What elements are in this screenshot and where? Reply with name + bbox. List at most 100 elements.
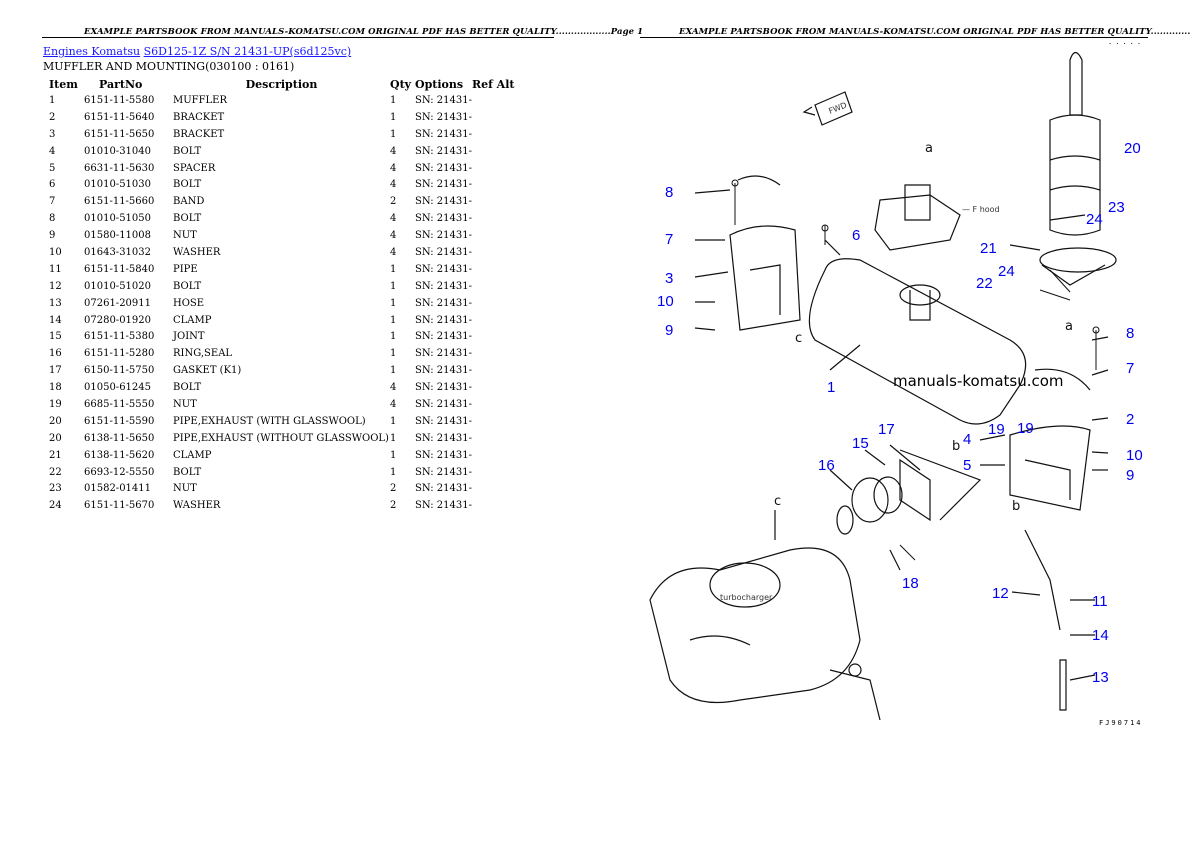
cell-options: SN: 21431- <box>415 348 472 360</box>
cell-options: SN: 21431- <box>415 94 472 106</box>
cell-description: PIPE,EXHAUST (WITHOUT GLASSWOOL) <box>173 432 389 444</box>
cell-description: NUT <box>173 483 197 495</box>
cell-qty: 1 <box>390 111 397 123</box>
cell-partno: 6151-11-5660 <box>84 196 155 208</box>
cell-qty: 2 <box>390 500 397 512</box>
cell-options: SN: 21431- <box>415 246 472 258</box>
header-rule-1 <box>42 37 554 38</box>
bracket-left-drawing <box>729 175 801 331</box>
callout-12: 12 <box>992 585 1009 602</box>
cell-item: 20 <box>49 432 62 444</box>
cell-options: SN: 21431- <box>415 162 472 174</box>
cell-qty: 1 <box>390 128 397 140</box>
callout-3: 3 <box>665 270 673 287</box>
callout-11: 11 <box>1092 593 1108 610</box>
cell-item: 2 <box>49 111 56 123</box>
cell-options: SN: 21431- <box>415 263 472 275</box>
cell-description: BOLT <box>173 213 202 225</box>
cell-description: BRACKET <box>173 128 225 140</box>
cell-refalt <box>472 480 515 497</box>
cell-partno: 01050-61245 <box>84 382 152 394</box>
cell-partno: 07280-01920 <box>84 314 152 326</box>
cell-partno: 07261-20911 <box>84 297 152 309</box>
cell-partno: 01582-01411 <box>84 483 152 495</box>
col-refalt: Ref Alt <box>471 77 515 91</box>
cell-description: BAND <box>173 196 205 208</box>
cell-item: 11 <box>49 263 62 275</box>
cell-qty: 1 <box>390 365 397 377</box>
cell-partno: 6138-11-5620 <box>84 449 155 461</box>
col-options: Options <box>415 77 464 91</box>
cell-refalt <box>472 109 515 126</box>
ref-letter-b-bracket: b <box>1012 499 1020 514</box>
ref-letter-b-mid: b <box>952 439 960 454</box>
cell-refalt <box>472 244 515 261</box>
col-qty: Qty <box>390 77 412 91</box>
breadcrumb-engines-link[interactable]: Engines Komatsu <box>43 45 141 58</box>
cell-qty: 1 <box>390 432 397 444</box>
figure-id: FJ90714 <box>1099 719 1143 727</box>
callout-19b: 19 <box>1017 420 1034 437</box>
turbo-label: turbocharger <box>720 593 773 602</box>
cell-refalt <box>472 312 515 329</box>
table-header-row: Item PartNo Description Qty Options Ref … <box>43 76 514 92</box>
cell-qty: 1 <box>390 280 397 292</box>
callout-6: 6 <box>852 227 860 244</box>
cell-qty: 2 <box>390 196 397 208</box>
cell-description: SPACER <box>173 162 216 174</box>
cell-refalt <box>472 396 515 413</box>
cell-options: SN: 21431- <box>415 432 472 444</box>
cell-qty: 1 <box>390 263 397 275</box>
cell-qty: 2 <box>390 483 397 495</box>
cell-partno: 01643-31032 <box>84 246 152 258</box>
callout-9b: 9 <box>1126 467 1134 484</box>
clamp-drawing <box>1039 247 1117 273</box>
cell-options: SN: 21431- <box>415 483 472 495</box>
cell-refalt <box>472 464 515 481</box>
cell-partno: 6151-11-5590 <box>84 415 155 427</box>
cell-qty: 1 <box>390 94 397 106</box>
cell-qty: 4 <box>390 213 397 225</box>
cell-partno: 6151-11-5670 <box>84 500 155 512</box>
callout-14: 14 <box>1092 627 1109 644</box>
cell-description: BOLT <box>173 280 202 292</box>
cell-item: 6 <box>49 179 56 191</box>
callout-19: 19 <box>988 421 1005 438</box>
page2-header: EXAMPLE PARTSBOOK FROM MANUALS-KOMATSU.C… <box>679 27 1190 37</box>
callout-9: 9 <box>665 322 673 339</box>
callout-16: 16 <box>818 457 835 474</box>
cell-refalt <box>472 210 515 227</box>
cell-qty: 1 <box>390 466 397 478</box>
cell-refalt <box>472 261 515 278</box>
cell-refalt <box>472 193 515 210</box>
cell-partno: 6151-11-5650 <box>84 128 155 140</box>
cell-item: 20 <box>49 415 62 427</box>
breadcrumb-model-link[interactable]: S6D125-1Z S/N 21431-UP(s6d125vc) <box>143 45 352 58</box>
callout-8b: 8 <box>1126 325 1134 342</box>
cell-options: SN: 21431- <box>415 196 472 208</box>
cell-description: WASHER <box>173 246 221 258</box>
cell-refalt <box>472 126 515 143</box>
cell-qty: 4 <box>390 246 397 258</box>
cell-options: SN: 21431- <box>415 111 472 123</box>
callout-24b: 24 <box>998 263 1015 280</box>
joint-drawing <box>851 477 889 523</box>
cell-refalt <box>472 345 515 362</box>
fwd-label: FWD <box>827 101 848 116</box>
cell-options: SN: 21431- <box>415 179 472 191</box>
cell-options: SN: 21431- <box>415 297 472 309</box>
callout-22: 22 <box>976 275 993 292</box>
cell-qty: 1 <box>390 348 397 360</box>
cell-partno: 01580-11008 <box>84 230 152 242</box>
exploded-diagram: a a b b c c FWD — F hood turbocharger 1 … <box>649 51 1143 721</box>
